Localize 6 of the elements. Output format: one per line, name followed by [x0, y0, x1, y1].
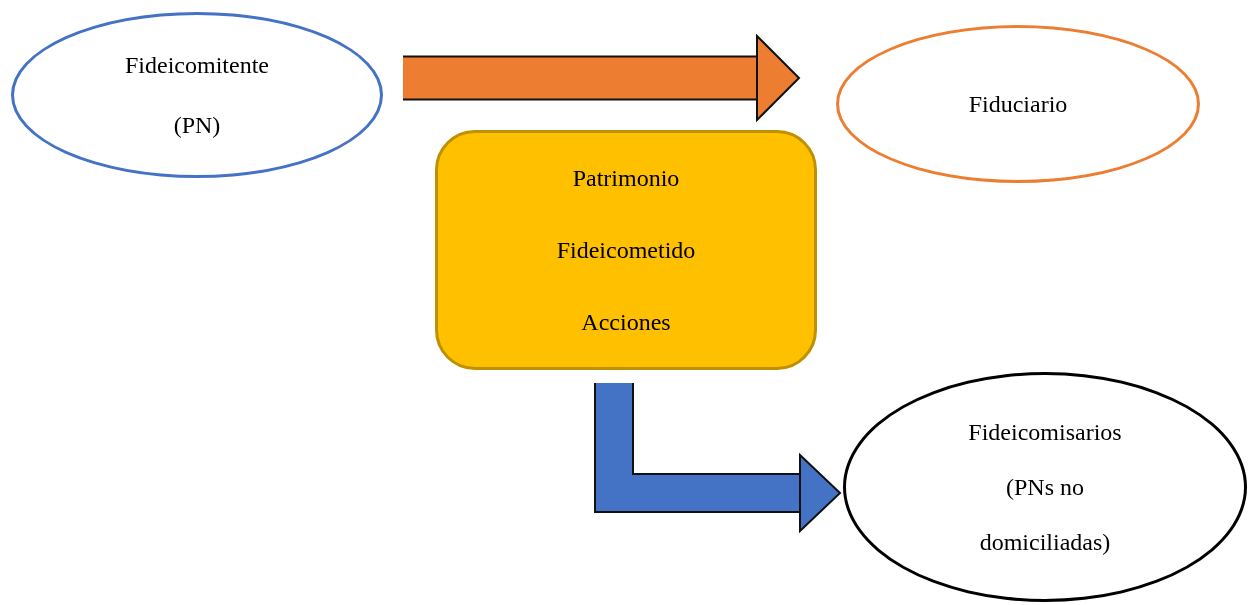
node-label: Fideicomitente (PN)	[124, 51, 270, 140]
node-label: Acciones	[580, 308, 672, 337]
node-label: Fiduciario	[967, 90, 1069, 119]
node-label: Patrimonio Fideicometido	[555, 164, 697, 265]
node-label: Fideicomisarios (PNs no domiciliadas)	[967, 417, 1123, 557]
rounded-box	[435, 130, 817, 370]
